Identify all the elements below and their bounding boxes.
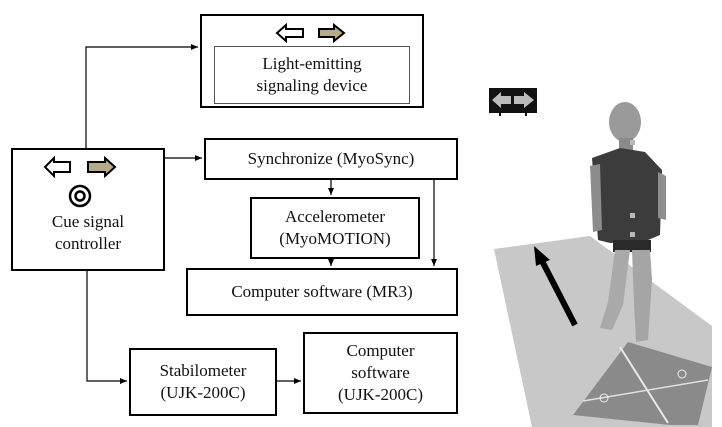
light-device-label-line1: Light-emitting bbox=[262, 54, 362, 73]
light-signal-display-icon bbox=[489, 88, 537, 116]
stabilometer-label-line1: Stabilometer bbox=[159, 361, 247, 380]
participant-figure bbox=[590, 102, 666, 342]
left-arrow-icon bbox=[43, 156, 71, 179]
right-arrow-icon bbox=[87, 156, 117, 179]
mr3-software-box: Computer software (MR3) bbox=[186, 268, 458, 316]
light-device-label-line2: signaling device bbox=[256, 76, 368, 95]
accelerometer-box: Accelerometer (MyoMOTION) bbox=[250, 197, 420, 259]
cue-controller-box: Cue signal controller bbox=[11, 148, 165, 271]
walking-direction-arrow-icon bbox=[534, 246, 578, 327]
force-plate bbox=[573, 342, 712, 425]
experiment-photo bbox=[489, 88, 712, 427]
mr3-software-label: Computer software (MR3) bbox=[231, 282, 413, 301]
right-arrow-icon bbox=[318, 23, 346, 43]
left-right-arrows-icon bbox=[275, 23, 346, 43]
edge-cue-to-light bbox=[85, 44, 198, 148]
cue-controller-label-line2: controller bbox=[54, 234, 122, 253]
ujk-software-box: Computer software (UJK-200C) bbox=[303, 332, 458, 414]
light-device-box: Light-emitting signaling device bbox=[200, 14, 424, 108]
ujk-software-label-line2: software bbox=[351, 363, 410, 382]
ujk-software-label-line1: Computer bbox=[346, 341, 415, 360]
stabilometer-label-line2: (UJK-200C) bbox=[160, 383, 246, 402]
synchronize-box: Synchronize (MyoSync) bbox=[204, 138, 458, 180]
cue-controller-label-line1: Cue signal bbox=[51, 212, 125, 231]
edge-cue-to-stabilometer bbox=[86, 270, 127, 384]
cue-controller-icons bbox=[43, 156, 117, 208]
left-arrow-icon bbox=[275, 23, 304, 43]
light-device-label-panel: Light-emitting signaling device bbox=[214, 46, 410, 104]
accelerometer-label-line2: (MyoMOTION) bbox=[279, 229, 391, 248]
synchronize-label: Synchronize (MyoSync) bbox=[247, 149, 415, 168]
button-icon bbox=[68, 184, 92, 208]
ujk-software-label-line3: (UJK-200C) bbox=[338, 385, 423, 404]
accelerometer-label-line1: Accelerometer bbox=[284, 207, 386, 226]
stabilometer-box: Stabilometer (UJK-200C) bbox=[129, 348, 277, 416]
